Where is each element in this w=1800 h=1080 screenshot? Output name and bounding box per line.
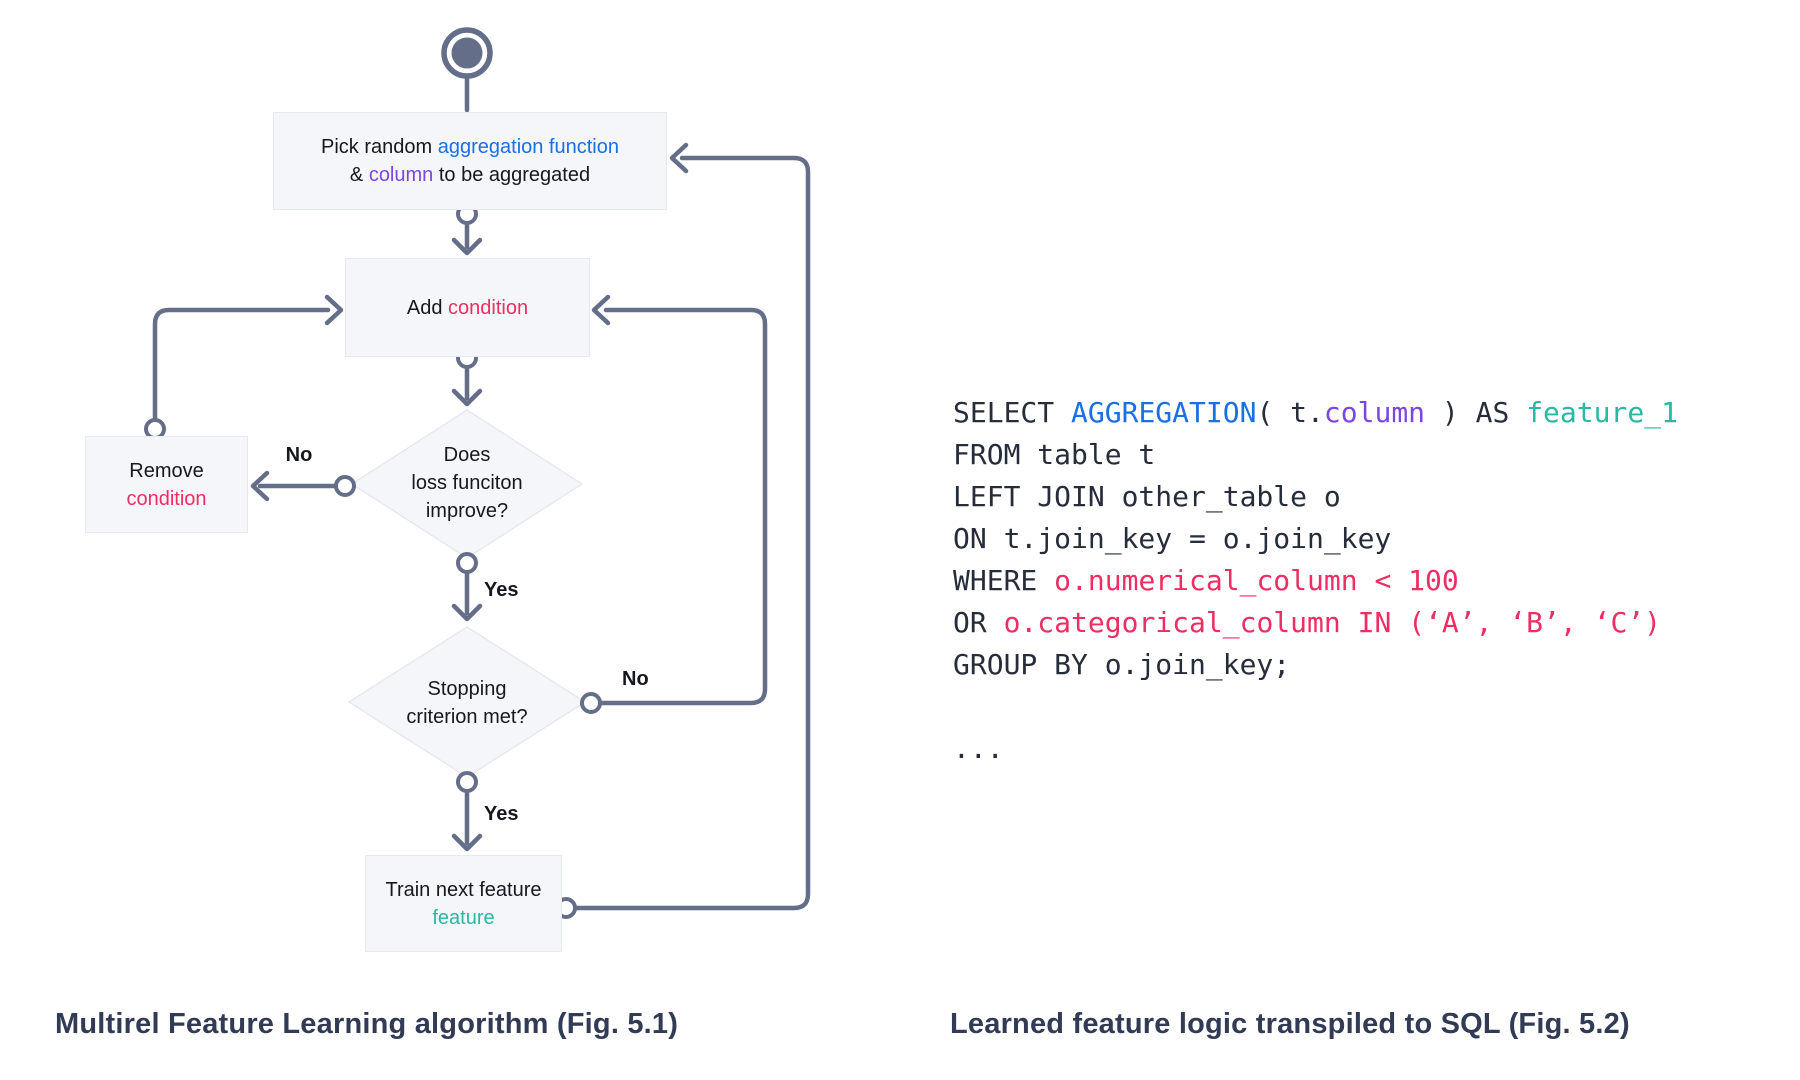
sql-line: GROUP BY o.join_key; — [953, 644, 1678, 686]
edge-remove-to-add — [152, 307, 331, 429]
caption-fig-5-1: Multirel Feature Learning algorithm (Fig… — [55, 1008, 679, 1040]
sql-segment: LEFT JOIN other_table o — [953, 480, 1341, 513]
node-add-condition: Add condition — [345, 258, 590, 357]
arrowhead-add-to-loss — [451, 388, 483, 407]
arrowhead-pick-to-add — [451, 237, 483, 256]
column-highlight: column — [368, 164, 434, 186]
sql-segment: feature_1 — [1526, 396, 1678, 429]
node-remove-condition: Remove condition — [85, 436, 248, 533]
arrowhead-train-to-pick-loop — [669, 142, 689, 174]
arrowhead-loss-no — [250, 470, 270, 502]
aggregation-function-highlight: aggregation function — [437, 136, 619, 158]
sql-segment: ... — [953, 732, 1004, 765]
node-remove-line1: Remove — [129, 459, 204, 482]
node-train-line2: feature — [432, 906, 495, 929]
sql-line — [953, 686, 1678, 728]
arrowhead-remove-to-add — [324, 294, 344, 326]
sql-segment: ON t.join_key = o.join_key — [953, 522, 1392, 555]
sql-segment: SELECT — [953, 396, 1072, 429]
sql-segment: WHERE — [953, 564, 1055, 597]
arrowhead-stop-no-loop — [591, 294, 611, 326]
sql-segment: column — [1323, 396, 1426, 429]
edge-label-yes-loss: Yes — [484, 579, 519, 601]
sql-line: ON t.join_key = o.join_key — [953, 518, 1678, 560]
sql-segment: o.categorical_column IN (‘A’, ‘B’, ‘C’) — [1003, 606, 1662, 639]
sql-segment: o.numerical_column < 100 — [1054, 564, 1459, 597]
sql-segment: OR — [953, 606, 1004, 639]
flowchart-svg — [144, 27, 811, 919]
sql-line: SELECT AGGREGATION( t.column ) AS featur… — [953, 392, 1678, 434]
arrowhead-stop-yes — [451, 833, 483, 852]
node-pick-line2: & column to be aggregated — [349, 164, 591, 186]
node-pick-aggregation: Pick random aggregation function & colum… — [273, 112, 667, 210]
sql-code-block: SELECT AGGREGATION( t.column ) AS featur… — [953, 392, 1678, 770]
port-stop-bottom — [456, 771, 478, 793]
caption-fig-5-2: Learned feature logic transpiled to SQL … — [950, 1008, 1630, 1040]
edge-label-no-stop: No — [622, 668, 649, 690]
port-stop-right — [580, 692, 602, 714]
decision-stop-label: Stopping criterion met? — [406, 678, 528, 728]
node-remove-line2: condition — [126, 487, 207, 510]
sql-segment: AGGREGATION — [1071, 396, 1257, 429]
sql-line: LEFT JOIN other_table o — [953, 476, 1678, 518]
sql-segment: FROM table t — [953, 438, 1156, 471]
sql-segment: GROUP BY o.join_key; — [953, 648, 1291, 681]
node-add-label: Add condition — [406, 296, 529, 319]
condition-highlight: condition — [448, 296, 529, 319]
decision-loss-label: Does loss funciton improve? — [411, 444, 523, 522]
sql-line: FROM table t — [953, 434, 1678, 476]
node-pick-line1: Pick random aggregation function — [321, 136, 619, 158]
edge-label-no-loss: No — [285, 444, 313, 466]
edge-train-to-pick-loop — [569, 155, 811, 911]
edge-stop-no-loop — [597, 307, 768, 706]
sql-line: ... — [953, 728, 1678, 770]
sql-line: OR o.categorical_column IN (‘A’, ‘B’, ‘C… — [953, 602, 1678, 644]
port-loss-bottom — [456, 552, 478, 574]
arrowhead-loss-yes — [451, 603, 483, 622]
node-train-next-feature: Train next feature feature — [365, 855, 562, 952]
start-node-dot — [451, 37, 483, 69]
sql-segment: ) AS — [1425, 396, 1527, 429]
sql-line: WHERE o.numerical_column < 100 — [953, 560, 1678, 602]
sql-segment: ( t. — [1256, 396, 1324, 429]
port-loss-left — [334, 475, 356, 497]
edge-label-yes-stop: Yes — [484, 803, 519, 825]
node-train-line1: Train next feature — [385, 878, 542, 901]
